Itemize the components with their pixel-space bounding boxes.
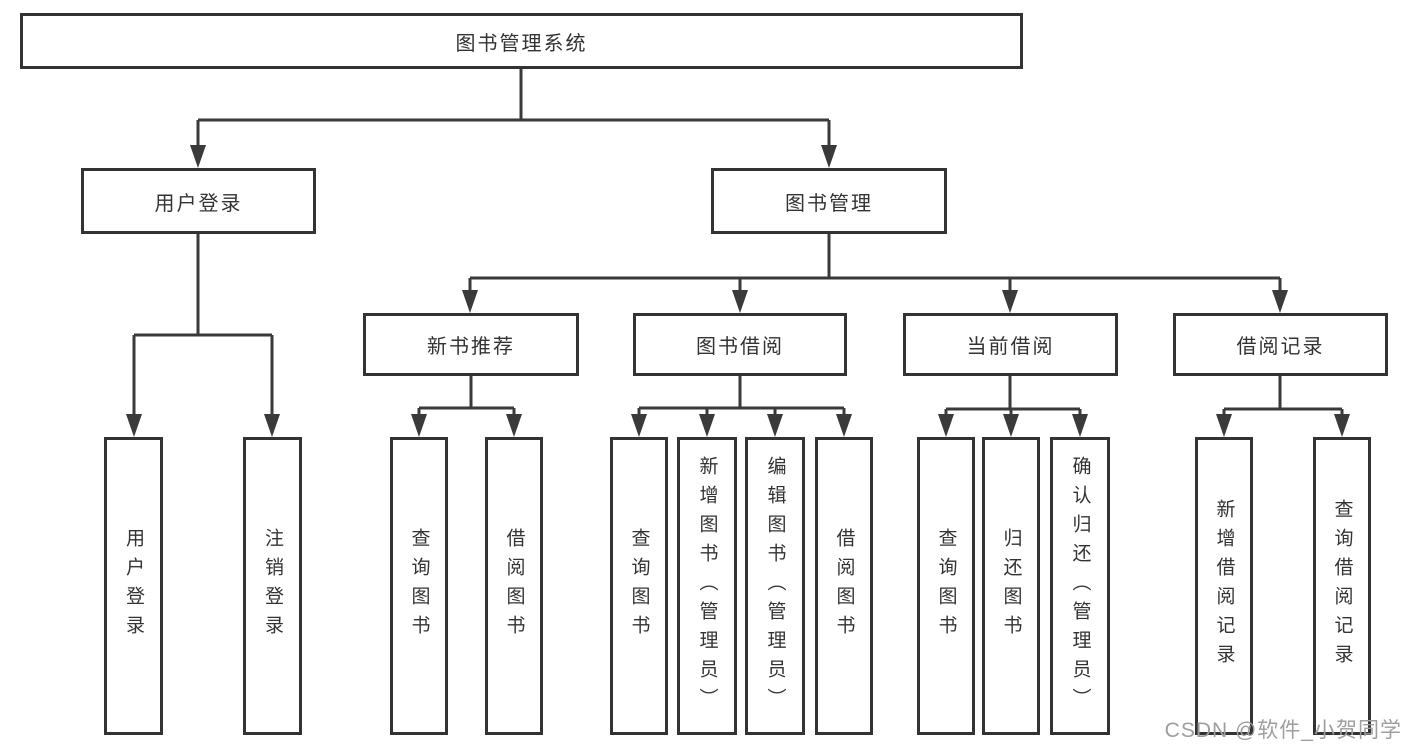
leaf-label: 查询借阅记录 [1331, 499, 1353, 673]
node-current-borrowing: 当前借阅 [903, 313, 1118, 376]
arrowhead-icon [1072, 414, 1088, 437]
branch-new-books [411, 376, 522, 437]
branch-book-management [462, 234, 1288, 313]
leaf-label: 借阅图书 [833, 528, 855, 644]
arrowhead-icon [126, 414, 142, 437]
leaf-label: 借阅图书 [503, 528, 525, 644]
leaf-label: 新增借阅记录 [1213, 499, 1235, 673]
arrowhead-icon [938, 414, 954, 437]
leaf-logout: 注销登录 [243, 437, 302, 735]
leaf-label: 编辑图书（管理员） [764, 455, 786, 717]
arrowhead-icon [767, 414, 783, 437]
leaf-label: 归还图书 [1000, 528, 1022, 644]
arrowhead-icon [462, 290, 478, 313]
arrowhead-icon [699, 414, 715, 437]
leaf-borrow-books-2: 借阅图书 [815, 437, 873, 735]
branch-borrow-records [1216, 376, 1350, 437]
branch-book-borrowing [631, 376, 852, 437]
arrowhead-icon [1002, 290, 1018, 313]
node-root-system: 图书管理系统 [20, 13, 1023, 69]
leaf-add-borrow-record: 新增借阅记录 [1195, 437, 1253, 735]
leaf-query-books-3: 查询图书 [917, 437, 975, 735]
leaf-label: 注销登录 [262, 528, 283, 644]
arrowhead-icon [631, 414, 647, 437]
arrowhead-icon [411, 414, 427, 437]
leaf-label: 查询图书 [408, 528, 430, 644]
leaf-label: 新增图书（管理员） [696, 455, 718, 717]
leaf-return-books: 归还图书 [982, 437, 1040, 735]
arrowhead-icon [821, 145, 837, 168]
leaf-confirm-return-admin: 确认归还（管理员） [1050, 437, 1110, 735]
leaf-query-books-2: 查询图书 [610, 437, 668, 735]
arrowhead-icon [190, 145, 206, 168]
leaf-label: 确认归还（管理员） [1069, 455, 1091, 717]
leaf-label: 用户登录 [123, 528, 144, 644]
leaf-edit-books-admin: 编辑图书（管理员） [745, 437, 805, 735]
arrowhead-icon [732, 290, 748, 313]
node-user-login: 用户登录 [81, 168, 316, 234]
arrowhead-icon [1003, 414, 1019, 437]
branch-user-login [126, 234, 280, 437]
arrowhead-icon [836, 414, 852, 437]
leaf-query-books-1: 查询图书 [390, 437, 448, 735]
node-new-book-recommend: 新书推荐 [363, 313, 579, 376]
arrowhead-icon [1272, 290, 1288, 313]
branch-root [190, 69, 837, 168]
node-book-management: 图书管理 [711, 168, 947, 234]
leaf-add-books-admin: 新增图书（管理员） [677, 437, 737, 735]
arrowhead-icon [264, 414, 280, 437]
leaf-user-login: 用户登录 [104, 437, 163, 735]
arrowhead-icon [506, 414, 522, 437]
node-book-borrowing: 图书借阅 [633, 313, 847, 376]
branch-current-borrowing [938, 376, 1088, 437]
leaf-label: 查询图书 [628, 528, 650, 644]
arrowhead-icon [1216, 414, 1232, 437]
leaf-borrow-books-1: 借阅图书 [485, 437, 543, 735]
leaf-query-borrow-record: 查询借阅记录 [1313, 437, 1371, 735]
leaf-label: 查询图书 [935, 528, 957, 644]
arrowhead-icon [1334, 414, 1350, 437]
watermark: CSDN @软件_小贺同学 [1164, 719, 1402, 742]
node-borrow-records: 借阅记录 [1173, 313, 1388, 376]
